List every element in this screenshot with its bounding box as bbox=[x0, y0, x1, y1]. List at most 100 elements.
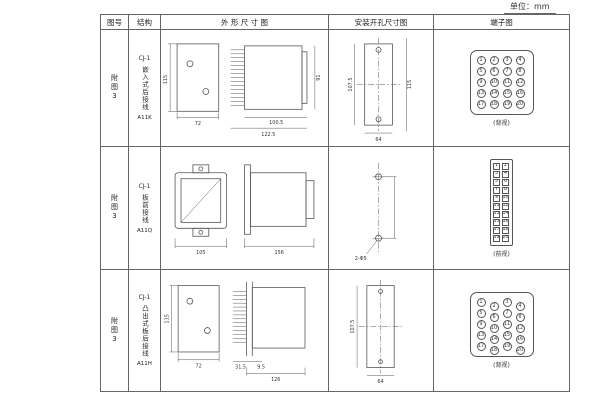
outline-cell-row3: 115 72 31.5 9.5 bbox=[161, 270, 329, 391]
mounting-cell-row2: 2-Φ5 bbox=[329, 147, 434, 270]
terminal-19: 19 bbox=[502, 342, 512, 351]
mounting-drawing-a11k: 107.5 115 64 bbox=[348, 37, 413, 143]
terminal-20: 20 bbox=[515, 346, 525, 355]
terminal-7: 7 bbox=[502, 309, 512, 318]
outline-cell-row1: 115 72 100.5 122.5 91 bbox=[161, 30, 329, 147]
terminal-9: 9 bbox=[493, 194, 500, 202]
structure-label: 板前接线 bbox=[140, 193, 149, 224]
header-terminal-diagram: 端子图 bbox=[434, 15, 569, 30]
fig-no-cell-row1: 附图3 bbox=[101, 30, 129, 147]
terminal-13: 13 bbox=[476, 331, 486, 340]
terminal-16: 16 bbox=[515, 335, 525, 344]
model-label: CJ-1 bbox=[138, 55, 151, 62]
terminal-17: 17 bbox=[476, 99, 486, 109]
terminal-9: 9 bbox=[476, 77, 486, 87]
terminal-1: 1 bbox=[493, 162, 500, 170]
model-label: CJ-1 bbox=[138, 293, 151, 301]
dim-panel-thickness: 9.5 bbox=[257, 365, 265, 371]
type-code: A11H bbox=[137, 361, 152, 368]
terminal-3: 3 bbox=[493, 170, 500, 178]
terminal-7: 7 bbox=[502, 66, 512, 76]
structure-cell-row2: CJ-1 板前接线 A11Q bbox=[129, 147, 161, 270]
terminal-11: 11 bbox=[493, 202, 500, 210]
fig-no-text: 附图3 bbox=[110, 194, 119, 222]
terminal-6: 6 bbox=[489, 313, 499, 322]
model-label: CJ-1 bbox=[138, 182, 151, 190]
terminal-3: 3 bbox=[502, 298, 512, 307]
dim-front-height: 115 bbox=[164, 314, 170, 323]
terminal-19: 19 bbox=[493, 234, 500, 242]
terminal-18: 18 bbox=[489, 346, 499, 355]
outline-drawing-a11h: 115 72 31.5 9.5 bbox=[164, 281, 306, 383]
dim-mount-width: 64 bbox=[375, 137, 381, 143]
header-mounting-dims: 安装开孔尺寸图 bbox=[329, 15, 434, 30]
terminal-11: 11 bbox=[502, 77, 512, 87]
terminal-2: 2 bbox=[489, 55, 499, 65]
terminal-4: 4 bbox=[502, 170, 509, 178]
view-label: (前视) bbox=[493, 250, 510, 258]
type-code: A11Q bbox=[136, 227, 153, 234]
terminal-15: 15 bbox=[502, 331, 512, 340]
terminal-12: 12 bbox=[515, 77, 525, 87]
terminal-16: 16 bbox=[502, 218, 509, 226]
view-label: (背视) bbox=[493, 119, 510, 127]
terminal-18: 18 bbox=[502, 226, 509, 234]
dim-side-height: 91 bbox=[316, 74, 322, 80]
terminal-13: 13 bbox=[493, 210, 500, 218]
structure-cell-row3: CJ-1 凸出式板后接线 A11H bbox=[129, 270, 161, 391]
fig-no-text: 附图3 bbox=[110, 316, 119, 345]
dim-hole-note: 2-Φ5 bbox=[355, 256, 367, 262]
terminal-12: 12 bbox=[502, 202, 509, 210]
terminal-5: 5 bbox=[476, 66, 486, 76]
mounting-drawing-a11h: 107.5 64 bbox=[350, 279, 402, 385]
terminal-14: 14 bbox=[489, 88, 499, 98]
terminal-8: 8 bbox=[515, 66, 525, 76]
terminal-17: 17 bbox=[476, 342, 486, 351]
terminal-5: 5 bbox=[493, 178, 500, 186]
type-code: A11K bbox=[137, 115, 152, 121]
terminal-5: 5 bbox=[476, 309, 486, 318]
mounting-cell-row1: 107.5 115 64 bbox=[329, 30, 434, 147]
dim-mount-v1: 107.5 bbox=[348, 77, 354, 91]
terminal-16: 16 bbox=[515, 88, 525, 98]
fig-no-cell-row2: 附图3 bbox=[101, 147, 129, 270]
fig-no-text: 附图3 bbox=[110, 74, 119, 102]
dim-front-width: 105 bbox=[196, 250, 205, 256]
terminal-15: 15 bbox=[493, 218, 500, 226]
terminal-10: 10 bbox=[502, 194, 509, 202]
terminal-18: 18 bbox=[489, 99, 499, 109]
mounting-drawing-a11q: 2-Φ5 bbox=[355, 162, 397, 262]
terminal-14: 14 bbox=[489, 335, 499, 344]
terminal-8: 8 bbox=[515, 313, 525, 322]
terminal-6: 6 bbox=[502, 178, 509, 186]
spec-table: 图号 结构 外 形 尺 寸 图 安装开孔尺寸图 端子图 附图3 CJ-1 嵌入式… bbox=[100, 14, 570, 392]
terminal-4: 4 bbox=[515, 302, 525, 311]
terminal-7: 7 bbox=[493, 186, 500, 194]
dim-front-width: 72 bbox=[195, 121, 201, 127]
terminal-17: 17 bbox=[493, 226, 500, 234]
dim-mount-v1: 107.5 bbox=[350, 320, 356, 334]
terminal-8: 8 bbox=[502, 186, 509, 194]
terminal-15: 15 bbox=[502, 88, 512, 98]
terminal-4: 4 bbox=[515, 55, 525, 65]
terminal-14: 14 bbox=[502, 210, 509, 218]
dim-total-depth: 122.5 bbox=[261, 132, 275, 138]
view-label: (背视) bbox=[493, 362, 510, 369]
dim-mount-v2: 115 bbox=[407, 80, 413, 89]
dim-total-depth: 126 bbox=[271, 377, 280, 383]
terminal-10: 10 bbox=[489, 77, 499, 87]
terminal-19: 19 bbox=[502, 99, 512, 109]
dim-mount-width: 64 bbox=[377, 379, 383, 385]
terminal-2: 2 bbox=[489, 302, 499, 311]
structure-label: 凸出式板后接线 bbox=[140, 304, 149, 358]
dim-front-width: 72 bbox=[196, 364, 202, 370]
terminal-9: 9 bbox=[476, 320, 486, 329]
dim-body-depth: 100.5 bbox=[269, 120, 283, 126]
terminal-11: 11 bbox=[502, 320, 512, 329]
outline-drawing-a11q: 105 156 bbox=[174, 164, 315, 256]
